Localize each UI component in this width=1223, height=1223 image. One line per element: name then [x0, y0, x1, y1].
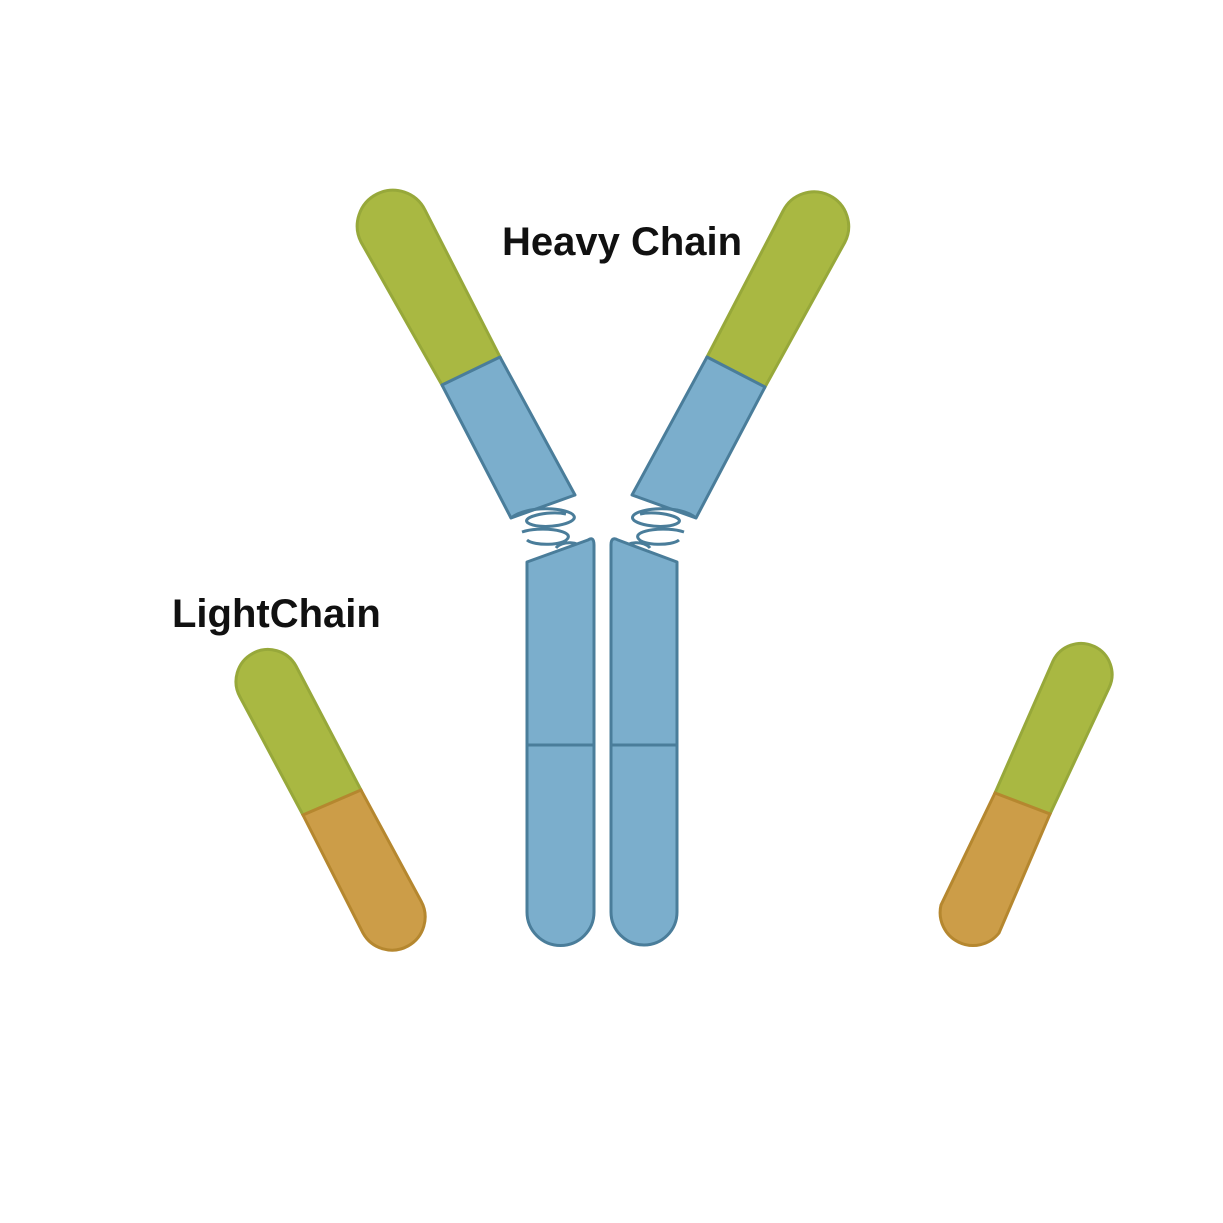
right-light-constant-domain: [938, 791, 1052, 947]
left-stem-upper-domain: [525, 537, 596, 747]
left-arm-constant-domain: [440, 355, 577, 520]
light-chain-label: LightChain: [172, 592, 381, 636]
hinge-region: [510, 507, 697, 550]
heavy-chain-label: Heavy Chain: [502, 220, 742, 264]
left-light-chain: [234, 648, 427, 952]
right-light-chain: [938, 641, 1114, 947]
right-heavy-chain-stem: [609, 537, 679, 947]
right-light-variable-domain: [992, 641, 1114, 816]
left-light-variable-domain: [234, 648, 364, 817]
left-stem-lower-domain: [525, 743, 596, 947]
right-arm-variable-domain: [704, 190, 851, 390]
right-heavy-chain-arm: [630, 190, 851, 520]
right-stem-lower-domain: [609, 743, 679, 947]
left-arm-variable-domain: [355, 188, 503, 387]
right-stem-upper-domain: [609, 537, 679, 747]
left-light-constant-domain: [300, 788, 427, 952]
left-heavy-chain-stem: [525, 537, 596, 947]
right-arm-constant-domain: [630, 355, 767, 520]
left-heavy-chain-arm: [355, 188, 577, 520]
